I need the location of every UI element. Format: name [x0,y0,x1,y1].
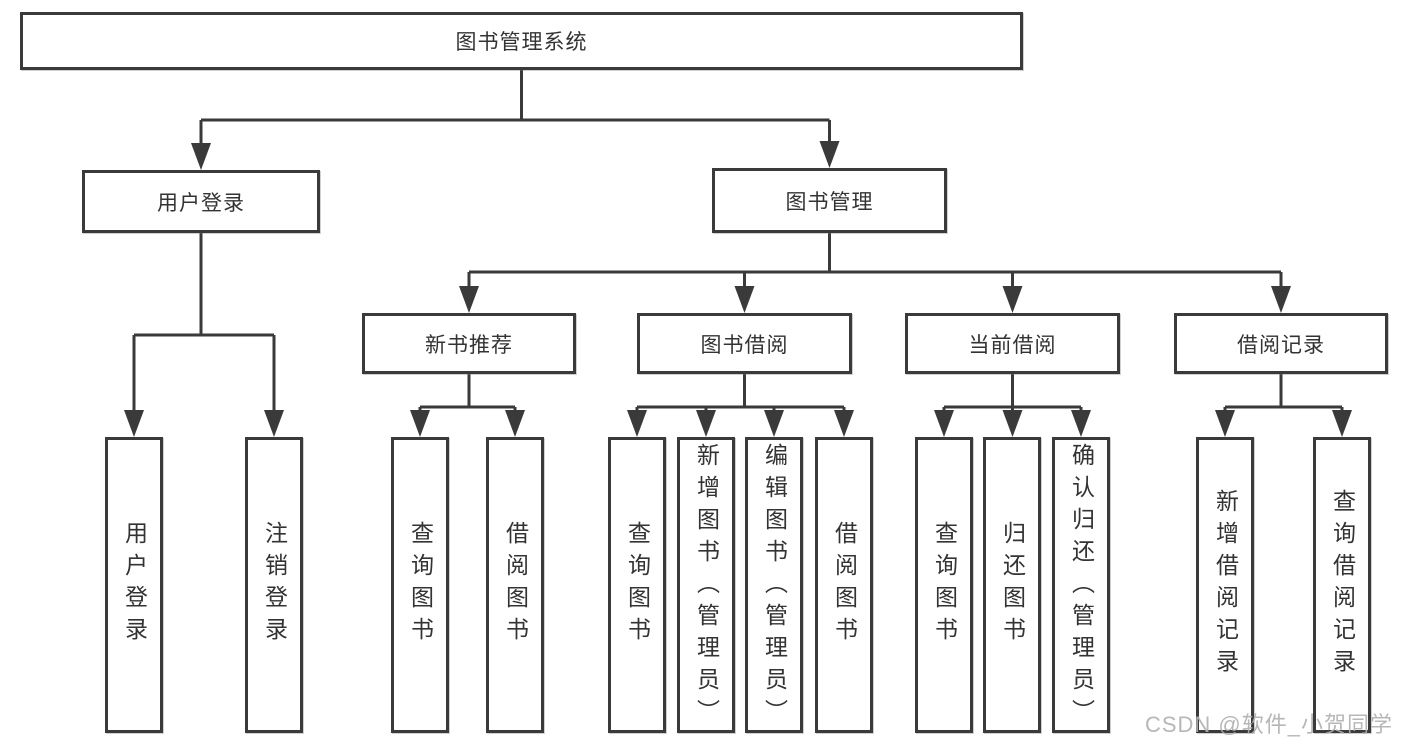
node-user-login-leaf: 用户登录 [105,437,163,733]
arrowheads [124,141,1352,437]
node-label: 当前借阅 [968,333,1057,357]
node-label: 新增图书（管理员） [693,443,720,731]
node-current-borrowing: 当前借阅 [905,313,1120,374]
node-label: 借阅图书 [502,521,529,649]
node-label: 借阅记录 [1237,333,1325,357]
node-query-books-borrowing: 查询图书 [608,437,666,733]
node-return-books: 归还图书 [983,437,1041,733]
node-label: 确认归还（管理员） [1068,443,1095,731]
node-query-books-recommend: 查询图书 [391,437,449,733]
node-borrowing-records: 借阅记录 [1174,313,1388,374]
node-label: 用户登录 [157,191,245,215]
node-library-management-system: 图书管理系统 [20,12,1023,70]
node-label: 查询借阅记录 [1329,489,1356,681]
node-query-borrow-record: 查询借阅记录 [1313,437,1371,733]
node-label: 查询图书 [624,521,651,649]
node-confirm-return-admin: 确认归还（管理员） [1052,437,1110,733]
node-label: 注销登录 [261,521,288,649]
node-add-borrow-record: 新增借阅记录 [1196,437,1254,733]
node-user-login-branch: 用户登录 [82,170,320,233]
node-label: 查询图书 [407,521,434,649]
node-book-borrowing: 图书借阅 [637,313,852,374]
node-label: 新增借阅记录 [1212,489,1239,681]
node-new-book-recommendation: 新书推荐 [362,313,576,374]
node-label: 新书推荐 [425,333,513,357]
node-borrow-books: 借阅图书 [815,437,873,733]
node-add-books-admin: 新增图书（管理员） [677,437,735,733]
node-label: 图书管理 [785,190,874,214]
node-label: 归还图书 [999,521,1026,649]
node-logout-leaf: 注销登录 [245,437,303,733]
node-label: 查询图书 [931,521,958,649]
node-edit-books-admin: 编辑图书（管理员） [745,437,803,733]
node-borrow-books-recommend: 借阅图书 [486,437,544,733]
node-query-books-current: 查询图书 [915,437,973,733]
node-label: 图书借阅 [700,333,789,357]
csdn-watermark: CSDN @软件_小贺同学 [1144,712,1393,737]
node-label: 编辑图书（管理员） [761,443,788,731]
node-label: 用户登录 [121,521,148,649]
node-label: 借阅图书 [831,521,858,649]
node-label: 图书管理系统 [455,31,588,54]
node-book-management-branch: 图书管理 [712,168,947,233]
